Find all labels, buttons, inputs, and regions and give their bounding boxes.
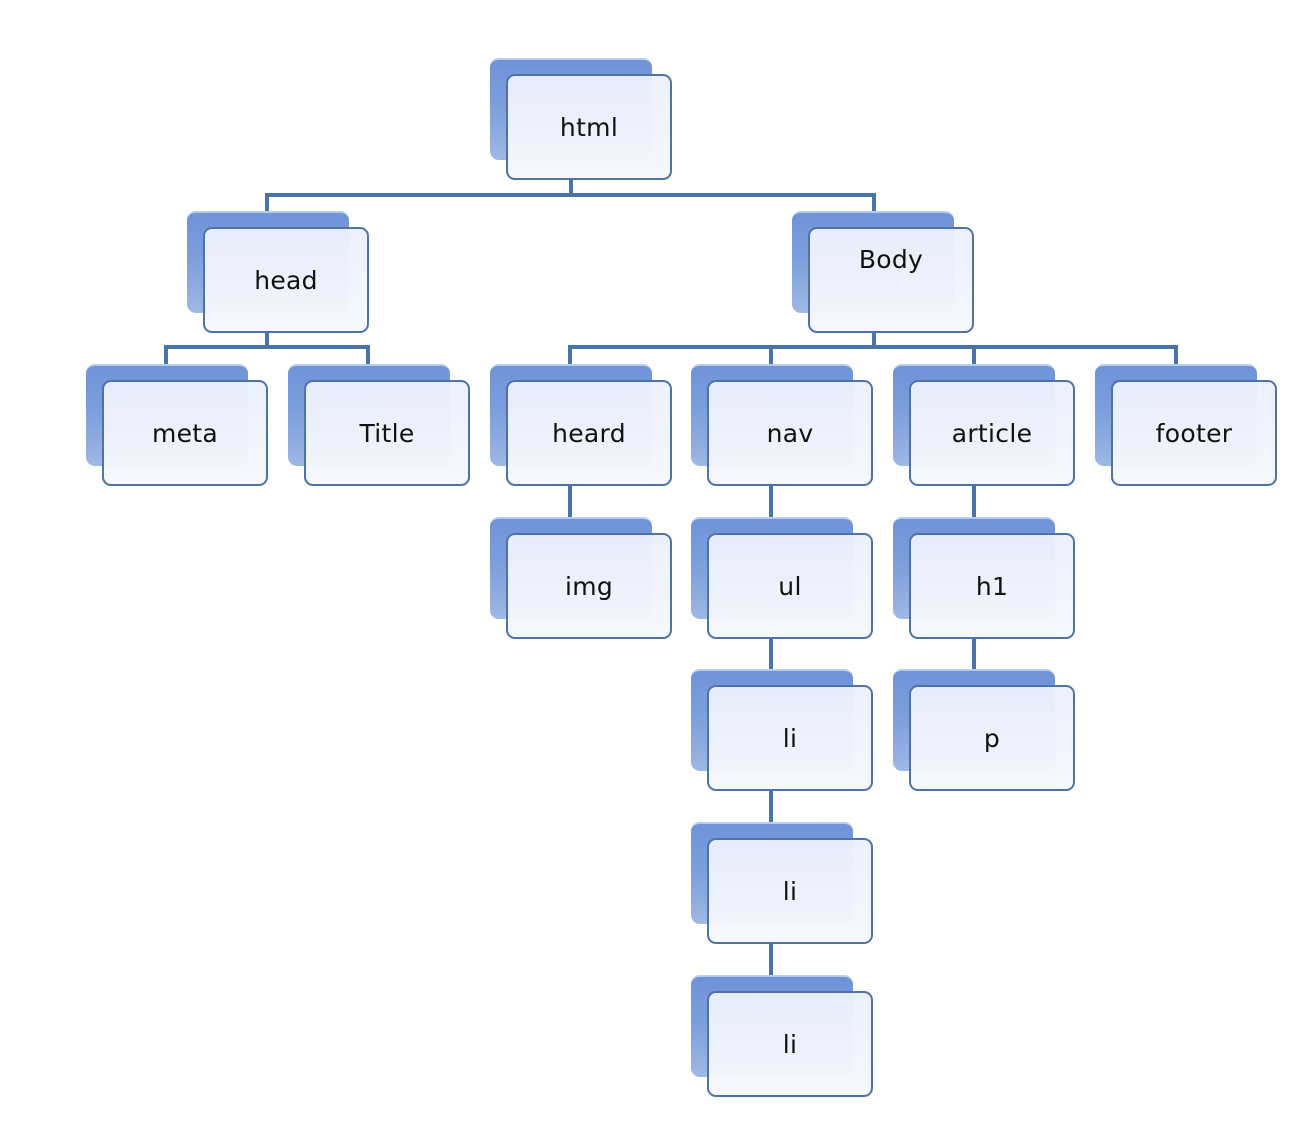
node-box: li — [707, 991, 873, 1097]
node-label: li — [782, 723, 798, 753]
node-label: nav — [766, 418, 814, 448]
node-body: Body — [792, 211, 974, 333]
node-box: heard — [506, 380, 672, 486]
node-box: article — [909, 380, 1075, 486]
node-label: footer — [1155, 418, 1233, 448]
node-box: ul — [707, 533, 873, 639]
node-box: footer — [1111, 380, 1277, 486]
node-li-2: li — [691, 822, 873, 944]
node-box: li — [707, 685, 873, 791]
node-li-1: li — [691, 669, 873, 791]
node-label: img — [564, 571, 614, 601]
node-box: nav — [707, 380, 873, 486]
node-li-3: li — [691, 975, 873, 1097]
node-label: h1 — [975, 571, 1009, 601]
node-box: h1 — [909, 533, 1075, 639]
node-label: heard — [552, 418, 626, 448]
node-head: head — [187, 211, 369, 333]
node-label: article — [951, 418, 1033, 448]
node-box: li — [707, 838, 873, 944]
node-label: html — [559, 112, 619, 142]
node-box: head — [203, 227, 369, 333]
node-p: p — [893, 669, 1075, 791]
node-label: head — [254, 265, 318, 295]
node-nav: nav — [691, 364, 873, 486]
node-label: ul — [778, 571, 802, 601]
node-label: li — [782, 1029, 798, 1059]
node-label: li — [782, 876, 798, 906]
node-ul: ul — [691, 517, 873, 639]
node-box: Title — [304, 380, 470, 486]
node-label: p — [983, 723, 1001, 753]
node-box: meta — [102, 380, 268, 486]
node-meta: meta — [86, 364, 268, 486]
node-box: img — [506, 533, 672, 639]
node-h1: h1 — [893, 517, 1075, 639]
node-heard: heard — [490, 364, 672, 486]
node-title: Title — [288, 364, 470, 486]
node-article: article — [893, 364, 1075, 486]
node-label: Body — [858, 244, 924, 274]
node-box: p — [909, 685, 1075, 791]
node-html: html — [490, 58, 672, 180]
node-box: html — [506, 74, 672, 180]
node-footer: footer — [1095, 364, 1277, 486]
node-img: img — [490, 517, 672, 639]
node-label: meta — [151, 418, 219, 448]
node-label: Title — [359, 418, 415, 448]
node-box: Body — [808, 227, 974, 333]
